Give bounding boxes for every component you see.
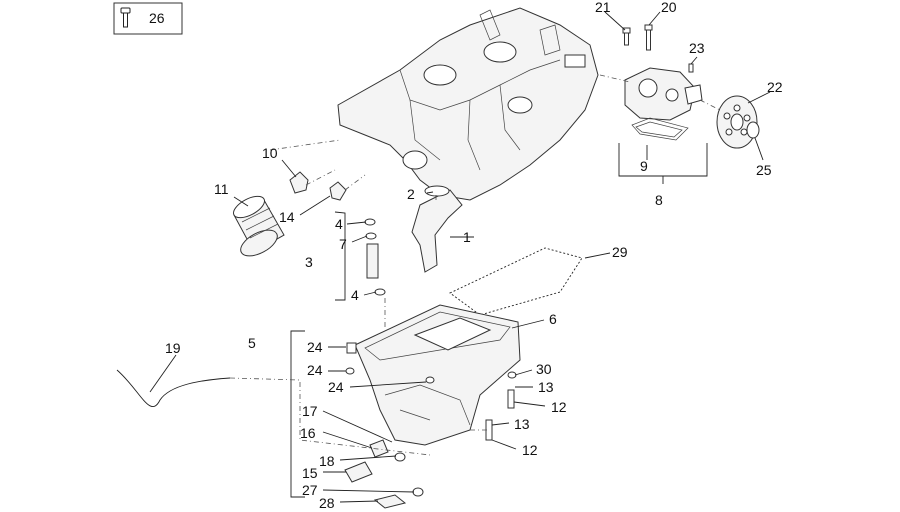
washer-18 (394, 452, 406, 462)
callout-14: 14 (279, 209, 295, 225)
callout-13-top: 13 (538, 379, 554, 395)
stud-12a (507, 389, 515, 409)
callout-21: 21 (595, 0, 611, 15)
callout-11: 11 (214, 181, 229, 197)
assembly-lines (229, 74, 721, 456)
callout-19: 19 (165, 340, 181, 356)
callout-labels: 1 2 3 4 4 5 6 7 8 9 10 11 12 12 13 13 14… (165, 0, 783, 511)
washer-27 (412, 487, 424, 497)
callout-12-bottom: 12 (522, 442, 538, 458)
bolt-20 (644, 24, 653, 51)
sensor-14 (329, 181, 347, 201)
bolt-28 (373, 494, 407, 509)
dipstick-19 (116, 369, 231, 407)
oil-sump-6 (354, 304, 521, 446)
callout-8: 8 (655, 192, 663, 208)
callout-3: 3 (305, 254, 313, 270)
oil-pickup-1 (411, 189, 463, 273)
dowel-24c (425, 376, 435, 384)
relief-valve-3 (364, 218, 386, 296)
callout-28: 28 (319, 495, 335, 511)
oil-filter-11 (233, 195, 285, 257)
callout-7: 7 (339, 236, 347, 252)
callout-29: 29 (612, 244, 628, 260)
plug-16 (369, 439, 389, 458)
callout-4-top: 4 (335, 216, 343, 232)
callout-20: 20 (661, 0, 677, 15)
screw-icon (120, 7, 131, 28)
callout-16: 16 (300, 425, 316, 441)
callout-27: 27 (302, 482, 318, 498)
circlip-25 (746, 121, 760, 139)
dowel-24a (346, 342, 357, 354)
legend-box-26: 26 (113, 2, 183, 35)
crankcase (337, 7, 599, 201)
callout-25: 25 (756, 162, 772, 178)
dowel-23 (688, 63, 694, 73)
callout-5: 5 (248, 335, 256, 351)
fitting-10 (289, 171, 309, 194)
drain-plug-15 (344, 461, 373, 483)
callout-24-c: 24 (328, 379, 344, 395)
callout-23: 23 (689, 40, 705, 56)
callout-1: 1 (463, 229, 471, 245)
callout-15: 15 (302, 465, 318, 481)
callout-6: 6 (549, 311, 557, 327)
bracket-5 (290, 330, 305, 498)
callout-30: 30 (536, 361, 552, 377)
gear-22 (716, 95, 758, 149)
leader-lines (149, 11, 771, 503)
gasket-29 (449, 247, 583, 316)
callout-24-a: 24 (307, 339, 323, 355)
callout-4-bottom: 4 (351, 287, 359, 303)
oil-pump (624, 67, 703, 141)
callout-9: 9 (640, 158, 648, 174)
bracket-8 (618, 143, 708, 184)
callout-18: 18 (319, 453, 335, 469)
callout-22: 22 (767, 79, 783, 95)
legend-label: 26 (149, 10, 165, 26)
washer-30 (507, 371, 517, 379)
callout-2: 2 (407, 186, 415, 202)
callout-13-bottom: 13 (514, 416, 530, 432)
dowel-24b (345, 367, 355, 375)
o-ring-2 (424, 185, 450, 197)
callout-17: 17 (302, 403, 318, 419)
callout-24-b: 24 (307, 362, 323, 378)
bracket-3 (334, 211, 346, 301)
bolt-21 (622, 27, 631, 46)
callout-12-top: 12 (551, 399, 567, 415)
callout-10: 10 (262, 145, 278, 161)
